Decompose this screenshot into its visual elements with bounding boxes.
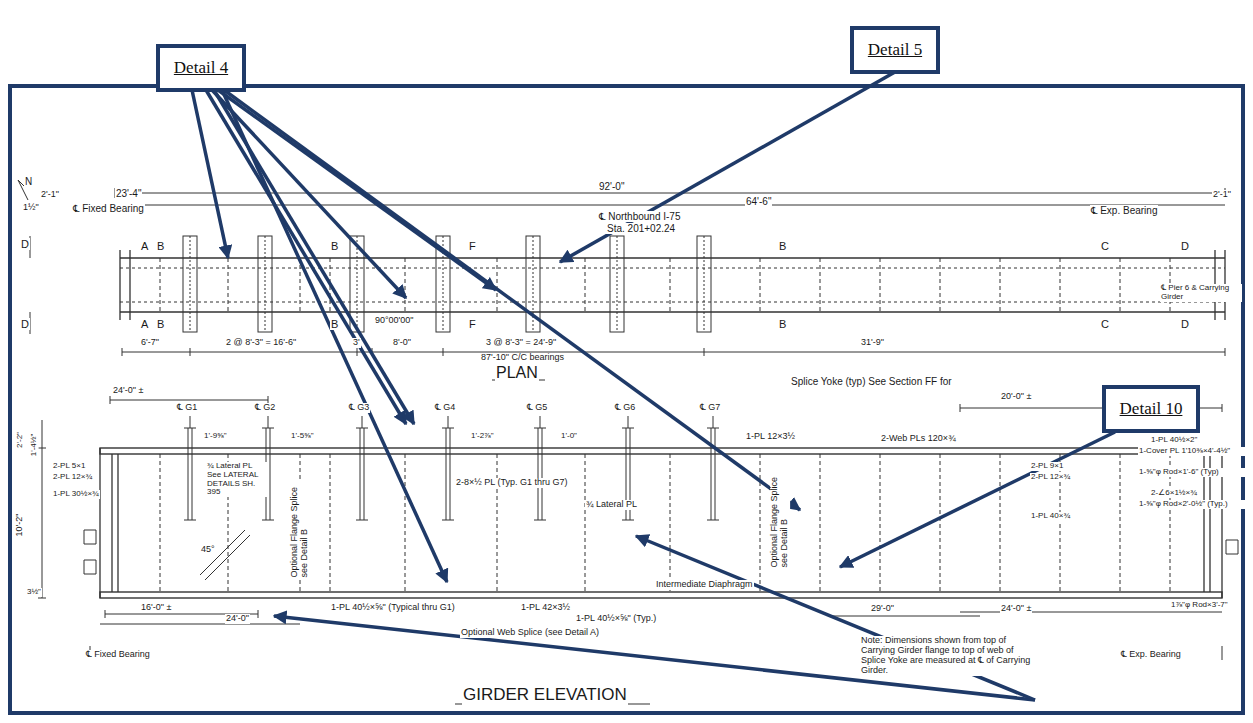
drawing-label: 1'-2⅞" xyxy=(470,432,495,441)
drawing-label: F xyxy=(468,240,477,252)
drawing-label: 1-PL 42×3½ xyxy=(520,603,571,613)
drawing-label: 24'-0" ± xyxy=(112,386,144,396)
drawing-label: 3½" xyxy=(26,588,42,597)
drawing-label: Optional Flange Splice see Detail B xyxy=(290,482,310,579)
drawing-label: Optional Web Splice (see Detail A) xyxy=(460,628,600,638)
drawing-label: 45° xyxy=(200,545,216,555)
drawing-label: B xyxy=(330,318,339,330)
drawing-label: ℄ G6 xyxy=(614,403,636,413)
callout-label: Detail 10 xyxy=(1120,399,1183,419)
drawing-label: 1-PL 12×3½ xyxy=(745,432,796,442)
drawing-label: 64'-6" xyxy=(745,196,772,207)
girder-elevation-view xyxy=(38,396,1238,704)
drawing-label: ℄ G5 xyxy=(526,403,548,413)
drawing-label: B xyxy=(156,318,165,330)
drawing-label: ¾ Lateral PL See LATERAL DETAILS SH. 395 xyxy=(206,462,268,497)
drawing-label: ℄ Northbound I-75 xyxy=(598,211,681,222)
drawing-label: GIRDER ELEVATION xyxy=(462,686,628,705)
drawing-label: Sta. 201+02.24 xyxy=(606,223,676,234)
drawing-label: 8'-0" xyxy=(392,338,412,348)
drawing-label: 16'-0" ± xyxy=(140,603,172,613)
drawing-label: 1-⅝"φ Rod×2'-0½" (Typ.) xyxy=(1138,500,1245,509)
plan-view xyxy=(18,180,1232,380)
drawing-label: 2-Web PLs 120×¾ xyxy=(880,434,957,444)
drawing-label: 10'-2" xyxy=(15,513,25,538)
callout-box: Detail 10 xyxy=(1102,385,1201,433)
drawing-label: B xyxy=(330,240,339,252)
drawing-label: F xyxy=(468,318,477,330)
drawing-label: 23'-4" xyxy=(115,188,142,199)
drawing-label: PLAN xyxy=(495,364,539,382)
drawing-label: 2'-1" xyxy=(1212,190,1232,200)
drawing-label: A xyxy=(140,240,149,252)
callout-box: Detail 4 xyxy=(156,44,246,92)
drawing-label: 6'-7" xyxy=(140,338,160,348)
callout-label: Detail 5 xyxy=(868,40,922,60)
drawing-label: ℄ Fixed Bearing xyxy=(72,203,145,214)
drawing-label: 2-PL 12×¾ xyxy=(1030,473,1071,482)
callout-leader xyxy=(192,72,1115,700)
drawing-label: ℄ Exp. Bearing xyxy=(1090,205,1158,216)
drawing-label: 2 @ 8'-3" = 16'-6" xyxy=(225,338,297,348)
drawing-label: ℄ G2 xyxy=(254,403,276,413)
callout-box: Detail 5 xyxy=(850,26,940,74)
drawing-label: 1-⅝"φ Rod×1'-6" (Typ) xyxy=(1138,468,1245,477)
drawing-label: ℄ G7 xyxy=(699,403,721,413)
drawing-label: B xyxy=(778,240,787,252)
drawing-label: 29'-0" xyxy=(870,604,895,614)
drawing-label: 1'-0" xyxy=(560,432,578,441)
drawing-label: 2-PL 5×1 xyxy=(52,462,86,471)
drawing-label: ¾ Lateral PL xyxy=(585,500,638,510)
drawing-label: C xyxy=(1100,240,1110,252)
drawing-label: 20'-0" ± xyxy=(1000,392,1032,402)
drawing-label: 1'-9⅝" xyxy=(203,432,228,441)
drawing-label: 2-PL 12×¾ xyxy=(52,473,93,482)
drawing-label: 24'-0" xyxy=(225,614,250,624)
drawing-label: D xyxy=(20,318,30,330)
drawing-label: ℄ Fixed Bearing xyxy=(85,650,151,660)
drawing-label: D xyxy=(20,238,30,250)
drawing-frame xyxy=(10,86,1243,713)
drawing-label: 1-PL 40½×2" xyxy=(1150,436,1198,445)
drawing-label: 1-Cover PL 1'10⅜×4'-4½" xyxy=(1138,447,1245,456)
drawing-label: ℄ Exp. Bearing xyxy=(1120,650,1182,660)
drawing-label: C xyxy=(1100,318,1110,330)
drawing-label: A xyxy=(140,318,149,330)
drawing-label: 1'-5⅝" xyxy=(290,432,315,441)
callout-label: Detail 4 xyxy=(174,58,228,78)
drawing-label: 90°00'00" xyxy=(374,316,415,326)
drawing-label: 87'-10" C/C bearings xyxy=(480,353,565,363)
drawing-label: 1-PL 30½×¾ xyxy=(52,490,100,499)
drawing-label: 3' xyxy=(352,338,361,348)
drawing-label: 2-∠6×1½×¾ xyxy=(1150,489,1198,498)
drawing-label: 1-PL 40×¾ xyxy=(1030,512,1071,521)
drawing-label: 24'-0" ± xyxy=(1000,604,1032,614)
drawing-label: B xyxy=(156,240,165,252)
drawing-label: D xyxy=(1180,240,1190,252)
drawing-label: ℄ G1 xyxy=(176,403,198,413)
drawing-label: 92'-0" xyxy=(598,181,625,192)
drawing-label: Intermediate Diaphragm xyxy=(655,580,754,590)
drawing-label: ℄ Pier 6 & Carrying Girder xyxy=(1160,284,1242,302)
drawing-label: 3 @ 8'-3" = 24'-9" xyxy=(485,338,557,348)
drawing-label: D xyxy=(1180,318,1190,330)
drawing-label: ℄ G4 xyxy=(434,403,456,413)
drawing-label: 2-8×½ PL (Typ. G1 thru G7) xyxy=(455,478,568,488)
drawing-label: ℄ G3 xyxy=(348,403,370,413)
drawing-label: 1½" xyxy=(22,203,40,213)
drawing-label: 1'-4½" xyxy=(30,433,39,458)
drawing-label: 1⅞"φ Rod×3'-7" xyxy=(1170,601,1229,610)
drawing-label: 2-PL 9×1 xyxy=(1030,462,1064,471)
drawing-label: B xyxy=(778,318,787,330)
drawing-label: 2'-2" xyxy=(16,431,25,449)
drawing-label: 1-PL 40½×⅝" (Typical thru G1) xyxy=(330,603,456,613)
drawing-label: 1-PL 40½×⅝" (Typ.) xyxy=(575,614,657,624)
drawing-label: 2'-1" xyxy=(40,190,60,200)
drawing-label: 31'-9" xyxy=(860,338,885,348)
drawing-label: N xyxy=(24,176,33,187)
drawing-label: Note: Dimensions shown from top of Carry… xyxy=(860,636,1037,676)
drawing-label: Optional Flange Splice see Detail B xyxy=(770,472,790,569)
drawing-label: Splice Yoke (typ) See Section FF for xyxy=(790,376,953,387)
